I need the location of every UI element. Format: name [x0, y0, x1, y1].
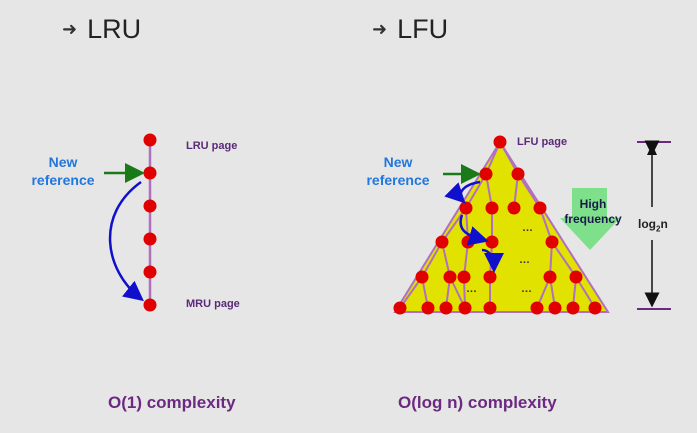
heap-ellipsis: …: [522, 222, 534, 234]
lfu-swap-arrow-2: [459, 214, 489, 246]
lfu-title: LFU: [397, 14, 449, 44]
heap-nodes: [393, 135, 602, 315]
lru-node: [143, 298, 157, 312]
lru-new-ref-line1: New: [48, 154, 78, 170]
lfu-swap-arrow-1: [444, 180, 481, 204]
lru-node: [143, 265, 157, 279]
lfu-heap: [393, 135, 671, 315]
lru-new-ref-line2: reference: [31, 172, 95, 188]
lfu-new-ref-line1: New: [383, 154, 413, 170]
arrow-bullet-icon: ➜: [62, 19, 78, 39]
lru-node: [143, 166, 157, 180]
log-n-label: log2n: [638, 217, 668, 233]
mru-page-label: MRU page: [186, 298, 240, 310]
heap-ellipsis: …: [466, 283, 478, 295]
lfu-heading: ➜ LFU: [372, 14, 448, 45]
log-arrowhead-up: [647, 144, 657, 155]
lru-list: [104, 133, 157, 312]
lru-node: [143, 199, 157, 213]
heap-ellipsis: …: [521, 283, 533, 295]
log-subscript: 2: [656, 224, 661, 234]
lru-node: [143, 133, 157, 147]
lfu-complexity: O(log n) complexity: [398, 393, 557, 412]
arrow-bullet-icon: ➜: [372, 19, 388, 39]
lfu-new-reference-label: New reference: [358, 153, 438, 189]
lfu-page-label: LFU page: [517, 136, 568, 148]
log-var: n: [660, 217, 668, 231]
high-frequency-arrow-icon: [560, 188, 620, 250]
lru-page-label: LRU page: [186, 140, 238, 152]
freq-line2: frequency: [564, 212, 622, 226]
lru-node: [143, 232, 157, 246]
lru-complexity: O(1) complexity: [108, 393, 236, 412]
freq-line1: High: [579, 197, 607, 211]
lfu-swap-arrow-3: [481, 248, 504, 273]
heap-ellipsis: …: [519, 254, 531, 266]
lru-title: LRU: [87, 14, 142, 44]
lru-move-arrow: [108, 180, 144, 302]
high-frequency-label: High frequency: [554, 197, 632, 227]
lfu-new-ref-line2: reference: [366, 172, 430, 188]
lru-heading: ➜ LRU: [62, 14, 141, 45]
lru-new-reference-label: New reference: [28, 153, 98, 189]
log-base: log: [638, 217, 656, 231]
